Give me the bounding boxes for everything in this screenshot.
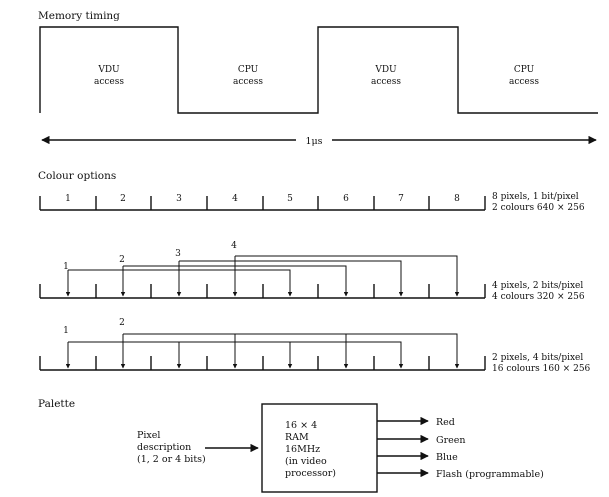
mode1-cell-1: 1 bbox=[65, 194, 71, 204]
mode3-pixel-1-connector bbox=[65, 341, 404, 369]
mode3-byte-bar bbox=[39, 356, 486, 371]
svg-text:access: access bbox=[371, 77, 401, 87]
palette-output-green: Green bbox=[436, 435, 466, 446]
svg-text:CPU: CPU bbox=[514, 65, 535, 75]
mode1-desc-line2: 2 colours 640 × 256 bbox=[492, 203, 585, 213]
mode1-cell-8: 8 bbox=[454, 194, 460, 204]
svg-text:(1, 2 or 4 bits): (1, 2 or 4 bits) bbox=[137, 454, 206, 465]
timing-phase-cpu-2: CPU access bbox=[509, 65, 539, 87]
mode1-cell-4: 4 bbox=[232, 194, 238, 204]
mode3-desc-line2: 16 colours 160 × 256 bbox=[492, 364, 591, 374]
mode2-pixel-3-label: 3 bbox=[175, 249, 181, 259]
mode1-byte-bar bbox=[39, 196, 486, 211]
mode1-cell-6: 6 bbox=[343, 194, 349, 204]
palette-output-blue: Blue bbox=[436, 452, 458, 463]
period-label: 1μs bbox=[305, 136, 322, 147]
mode1-cell-7: 7 bbox=[398, 194, 404, 204]
mode1-desc-line1: 8 pixels, 1 bit/pixel bbox=[492, 192, 579, 202]
palette-output-flash: Flash (programmable) bbox=[436, 469, 544, 480]
mode1-cell-2: 2 bbox=[120, 194, 126, 204]
svg-text:VDU: VDU bbox=[374, 65, 397, 75]
mode2-desc-line1: 4 pixels, 2 bits/pixel bbox=[492, 281, 583, 291]
palette-ram-box bbox=[261, 403, 378, 493]
palette-input-label: Pixel description (1, 2 or 4 bits) bbox=[137, 430, 206, 465]
mode2-pixel-2-connector bbox=[120, 265, 349, 297]
svg-text:CPU: CPU bbox=[238, 65, 259, 75]
memory-timing-heading: Memory timing bbox=[38, 10, 120, 22]
mode2-pixel-2-label: 2 bbox=[119, 255, 125, 265]
colour-options-heading: Colour options bbox=[38, 170, 116, 182]
mode3-desc-line1: 2 pixels, 4 bits/pixel bbox=[492, 353, 583, 363]
svg-text:processor): processor) bbox=[285, 468, 336, 479]
svg-text:description: description bbox=[137, 442, 191, 453]
palette-output-red: Red bbox=[436, 417, 455, 428]
mode3-pixel-1-label: 1 bbox=[63, 326, 69, 336]
mode2-pixel-4-connector bbox=[232, 255, 460, 297]
mode2-byte-bar bbox=[39, 284, 486, 299]
mode2-pixel-1-label: 1 bbox=[63, 262, 69, 272]
palette-heading: Palette bbox=[38, 398, 75, 410]
svg-text:16 × 4: 16 × 4 bbox=[285, 420, 317, 431]
mode2-pixel-3-connector bbox=[176, 260, 404, 297]
svg-text:access: access bbox=[233, 77, 263, 87]
svg-text:Pixel: Pixel bbox=[137, 430, 160, 441]
timing-waveform bbox=[39, 26, 598, 114]
mode3-pixel-2-label: 2 bbox=[119, 318, 125, 328]
palette-ram-box-text: 16 × 4 RAM 16MHz (in video processor) bbox=[285, 420, 336, 479]
timing-phase-cpu-1: CPU access bbox=[233, 65, 263, 87]
svg-text:access: access bbox=[94, 77, 124, 87]
timing-phase-vdu-1: VDU access bbox=[94, 65, 124, 87]
mode2-desc-line2: 4 colours 320 × 256 bbox=[492, 292, 585, 302]
mode2-pixel-1-connector bbox=[65, 269, 293, 297]
mode1-cell-3: 3 bbox=[176, 194, 182, 204]
svg-text:RAM: RAM bbox=[285, 432, 309, 443]
svg-text:VDU: VDU bbox=[97, 65, 120, 75]
svg-text:16MHz: 16MHz bbox=[285, 444, 320, 455]
timing-phase-vdu-2: VDU access bbox=[371, 65, 401, 87]
mode2-pixel-4-label: 4 bbox=[231, 241, 237, 251]
mode1-cell-5: 5 bbox=[287, 194, 293, 204]
svg-text:access: access bbox=[509, 77, 539, 87]
svg-text:(in video: (in video bbox=[285, 456, 327, 467]
mode3-pixel-2-connector bbox=[120, 333, 460, 369]
